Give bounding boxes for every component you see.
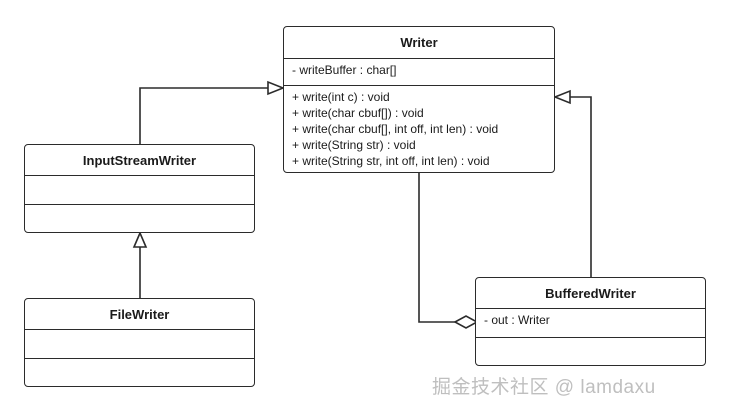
class-inputstreamwriter-methods xyxy=(25,204,254,232)
writer-method: + write(int c) : void xyxy=(292,90,390,104)
inputstreamwriter-generalization-arrowhead xyxy=(267,80,286,96)
class-bufferedwriter-attributes: - out : Writer xyxy=(476,308,705,337)
bufferedwriter-writer-aggregation xyxy=(418,171,455,323)
class-writer-attributes: - writeBuffer : char[] xyxy=(284,58,554,85)
class-inputstreamwriter-attributes xyxy=(25,175,254,204)
class-filewriter-attributes xyxy=(25,329,254,358)
filewriter-generalization-arrowhead xyxy=(132,230,148,248)
class-writer[interactable]: Writer - writeBuffer : char[] + write(in… xyxy=(283,26,555,173)
aggregation-diamond xyxy=(453,315,479,329)
writer-method: + write(char cbuf[]) : void xyxy=(292,106,424,120)
writer-method: + write(char cbuf[], int off, int len) :… xyxy=(292,122,499,136)
class-writer-methods: + write(int c) : void + write(char cbuf[… xyxy=(284,85,554,172)
bufferedwriter-generalization-arrowhead xyxy=(552,89,571,105)
watermark-text: 掘金技术社区 @ lamdaxu xyxy=(432,377,656,398)
class-inputstreamwriter[interactable]: InputStreamWriter xyxy=(24,144,255,233)
class-filewriter-name: FileWriter xyxy=(109,306,170,322)
class-inputstreamwriter-name: InputStreamWriter xyxy=(82,152,197,168)
inputstreamwriter-to-writer-generalization xyxy=(139,87,268,144)
writer-method: + write(String str) : void xyxy=(292,138,416,152)
writer-method: + write(String str, int off, int len) : … xyxy=(292,154,490,168)
class-bufferedwriter[interactable]: BufferedWriter - out : Writer xyxy=(475,277,706,366)
class-writer-name: Writer xyxy=(400,35,438,50)
writer-attribute: - writeBuffer : char[] xyxy=(292,63,397,77)
class-filewriter-methods xyxy=(25,358,254,386)
class-bufferedwriter-name: BufferedWriter xyxy=(545,285,636,301)
bufferedwriter-to-writer-generalization xyxy=(570,96,592,277)
class-filewriter[interactable]: FileWriter xyxy=(24,298,255,387)
class-bufferedwriter-methods xyxy=(476,337,705,365)
bufferedwriter-attribute: - out : Writer xyxy=(484,313,550,327)
